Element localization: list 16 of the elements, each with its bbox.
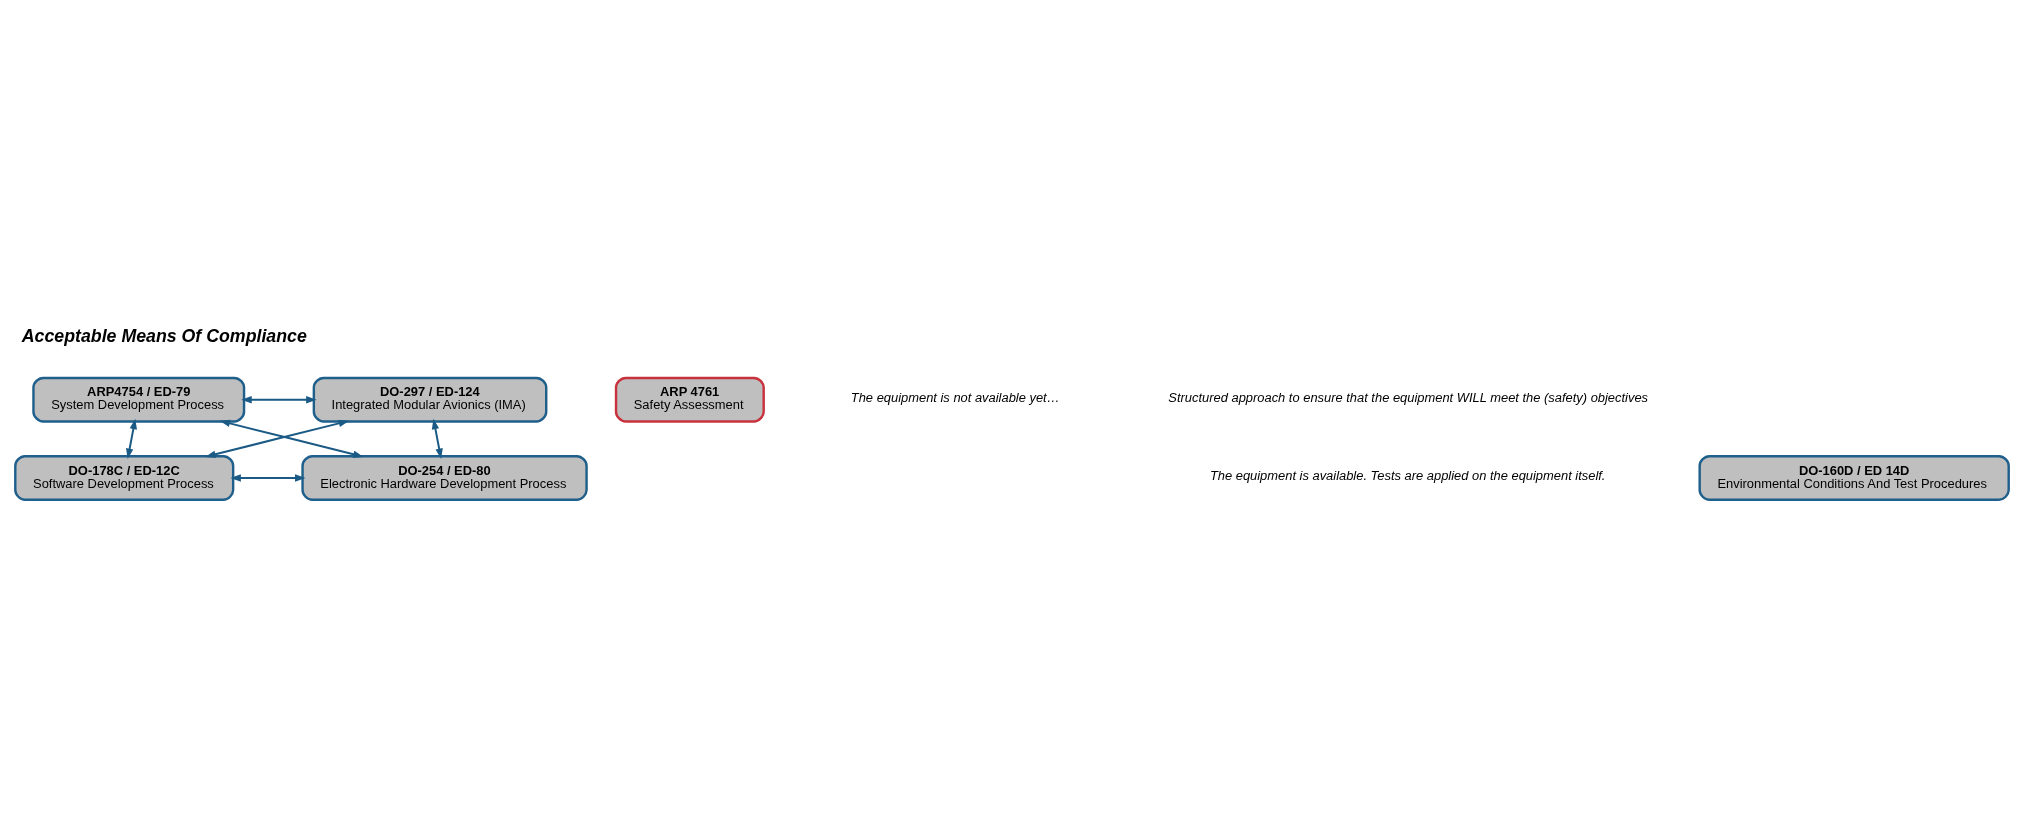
node-box: DO-178C / ED-12C Software Development Process <box>14 454 235 501</box>
arrow <box>205 419 350 458</box>
node-box: ARP 4761 Safety Assessment <box>614 376 765 423</box>
label: The equipment is not available yet… <box>850 389 1060 405</box>
arrow <box>219 419 364 458</box>
arrow <box>241 395 317 403</box>
node-box: DO-160D / ED 14D Environmental Conditions And Test Procedures <box>1698 454 2010 501</box>
diagram-title: Acceptable Means Of Compliance <box>21 325 307 346</box>
label: The equipment is available. Tests are applied on the equipment itself. <box>1209 467 1606 483</box>
node-box: DO-254 / ED-80 Electronic Hardware Development Process <box>301 454 588 501</box>
node-box: ARP4754 / ED-79 System Development Process <box>32 376 246 423</box>
label: Structured approach to ensure that the equipment WILL meet the (safety) objectives <box>1168 389 1649 405</box>
node-box: DO-297 / ED-124 Integrated Modular Avionics (IMA) <box>312 376 548 423</box>
arrow <box>126 418 137 459</box>
arrow <box>431 418 443 459</box>
arrow <box>230 473 306 482</box>
